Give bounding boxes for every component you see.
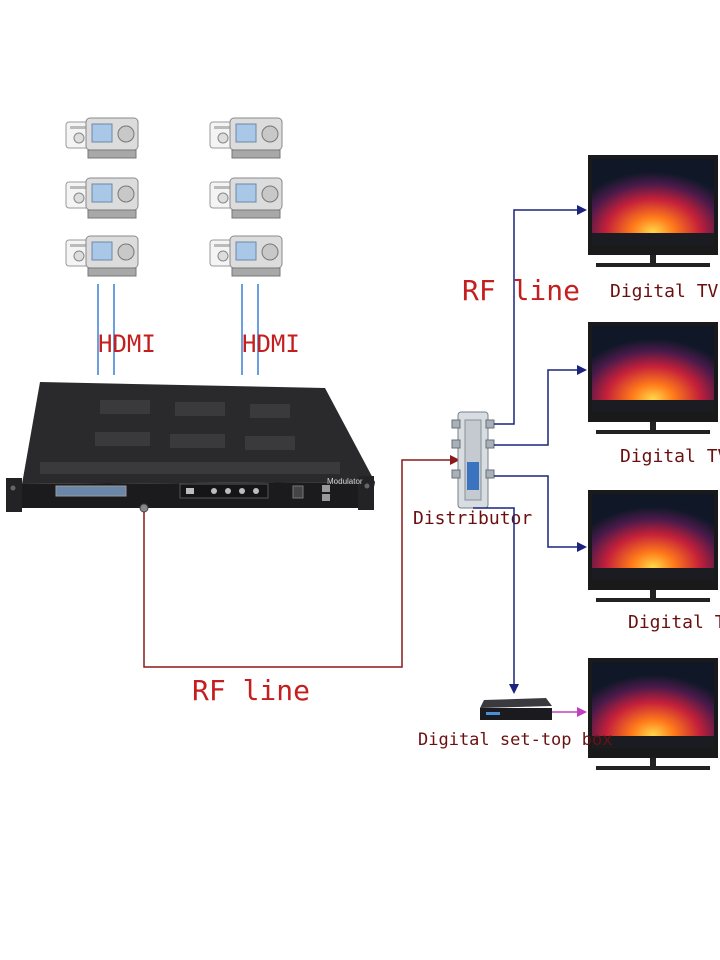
flat-tv-icon (588, 658, 718, 770)
satellite-receiver-icon (209, 177, 283, 219)
tv-feed-cables (473, 205, 587, 694)
satellite-receiver-icon (209, 235, 283, 277)
satellite-receiver-icon (209, 117, 283, 159)
flat-tv-icon (588, 322, 718, 434)
tv-label-2: Digital TV (620, 446, 720, 467)
source-devices-left (65, 117, 139, 277)
rf-out-port (139, 503, 149, 513)
flat-tv-icon (588, 490, 718, 602)
tv-label-1: Digital TV (610, 281, 719, 302)
tv-label-3: Digital TV (628, 612, 720, 633)
set-top-box-icon (480, 698, 552, 720)
satellite-receiver-icon (65, 235, 139, 277)
lcd-display (55, 485, 127, 497)
source-devices-right (209, 117, 283, 277)
modulator-panel-label: Modulator (327, 477, 363, 486)
hdmi-label-left: HDMI (98, 330, 156, 358)
hdmi-label-right: HDMI (242, 330, 300, 358)
distributor-label: Distributor (413, 508, 532, 529)
satellite-receiver-icon (65, 117, 139, 159)
rf-splitter-icon (451, 411, 495, 509)
rf-line-label-bottom: RF line (192, 674, 310, 707)
flat-tv-icon (588, 155, 718, 267)
set-top-box-label: Digital set-top box (418, 730, 612, 750)
rack-modulator-icon: Modulator (6, 382, 375, 513)
satellite-receiver-icon (65, 177, 139, 219)
rf-line-label-top: RF line (462, 274, 580, 307)
hdmi-cables (97, 284, 259, 375)
rf-cable-main (143, 455, 460, 668)
